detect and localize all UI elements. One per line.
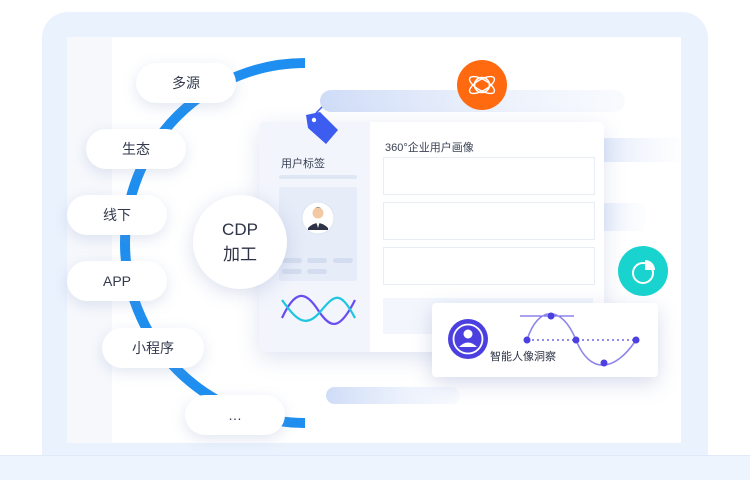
source-pill-more: … [185, 395, 285, 435]
source-label: 生态 [122, 141, 150, 157]
cdp-processing-node: CDP 加工 [193, 195, 287, 289]
screen-shade [67, 37, 112, 443]
portrait-field-2 [383, 202, 595, 240]
source-pill-app: APP [67, 261, 167, 301]
source-label: 多源 [172, 75, 200, 91]
deco-bar-right-1 [600, 138, 680, 162]
insight-wave-chart [520, 312, 640, 367]
portrait-title: 360°企业用户画像 [385, 142, 474, 154]
laptop-base [0, 455, 750, 480]
insight-label: 智能人像洞察 [490, 351, 556, 363]
source-label: 线下 [103, 207, 131, 223]
portrait-field-1 [383, 157, 595, 195]
tag-panel-title: 用户标签 [281, 158, 325, 170]
insight-avatar-icon [448, 319, 488, 359]
source-label: APP [102, 273, 131, 289]
source-label: 小程序 [132, 340, 174, 356]
deco-bar-bottom [326, 387, 460, 404]
user-avatar-icon [301, 201, 335, 235]
cdp-process-label: 加工 [223, 245, 257, 264]
laptop-base-edge [0, 455, 750, 456]
source-pill-offline: 线下 [67, 195, 167, 235]
tag-lines [282, 258, 353, 274]
tag-divider [279, 175, 357, 179]
source-pill-multi: 多源 [136, 63, 236, 103]
360-orbit-icon [457, 60, 507, 110]
source-pill-miniprogram: 小程序 [102, 328, 204, 368]
tag-icon [306, 106, 338, 144]
source-pill-ecosystem: 生态 [86, 129, 186, 169]
deco-bar-right-2 [600, 203, 645, 231]
cdp-label: CDP [222, 220, 258, 239]
portrait-field-3 [383, 247, 595, 285]
tag-wave-chart [281, 294, 356, 326]
source-label: … [228, 407, 242, 423]
pie-chart-icon [618, 246, 668, 296]
